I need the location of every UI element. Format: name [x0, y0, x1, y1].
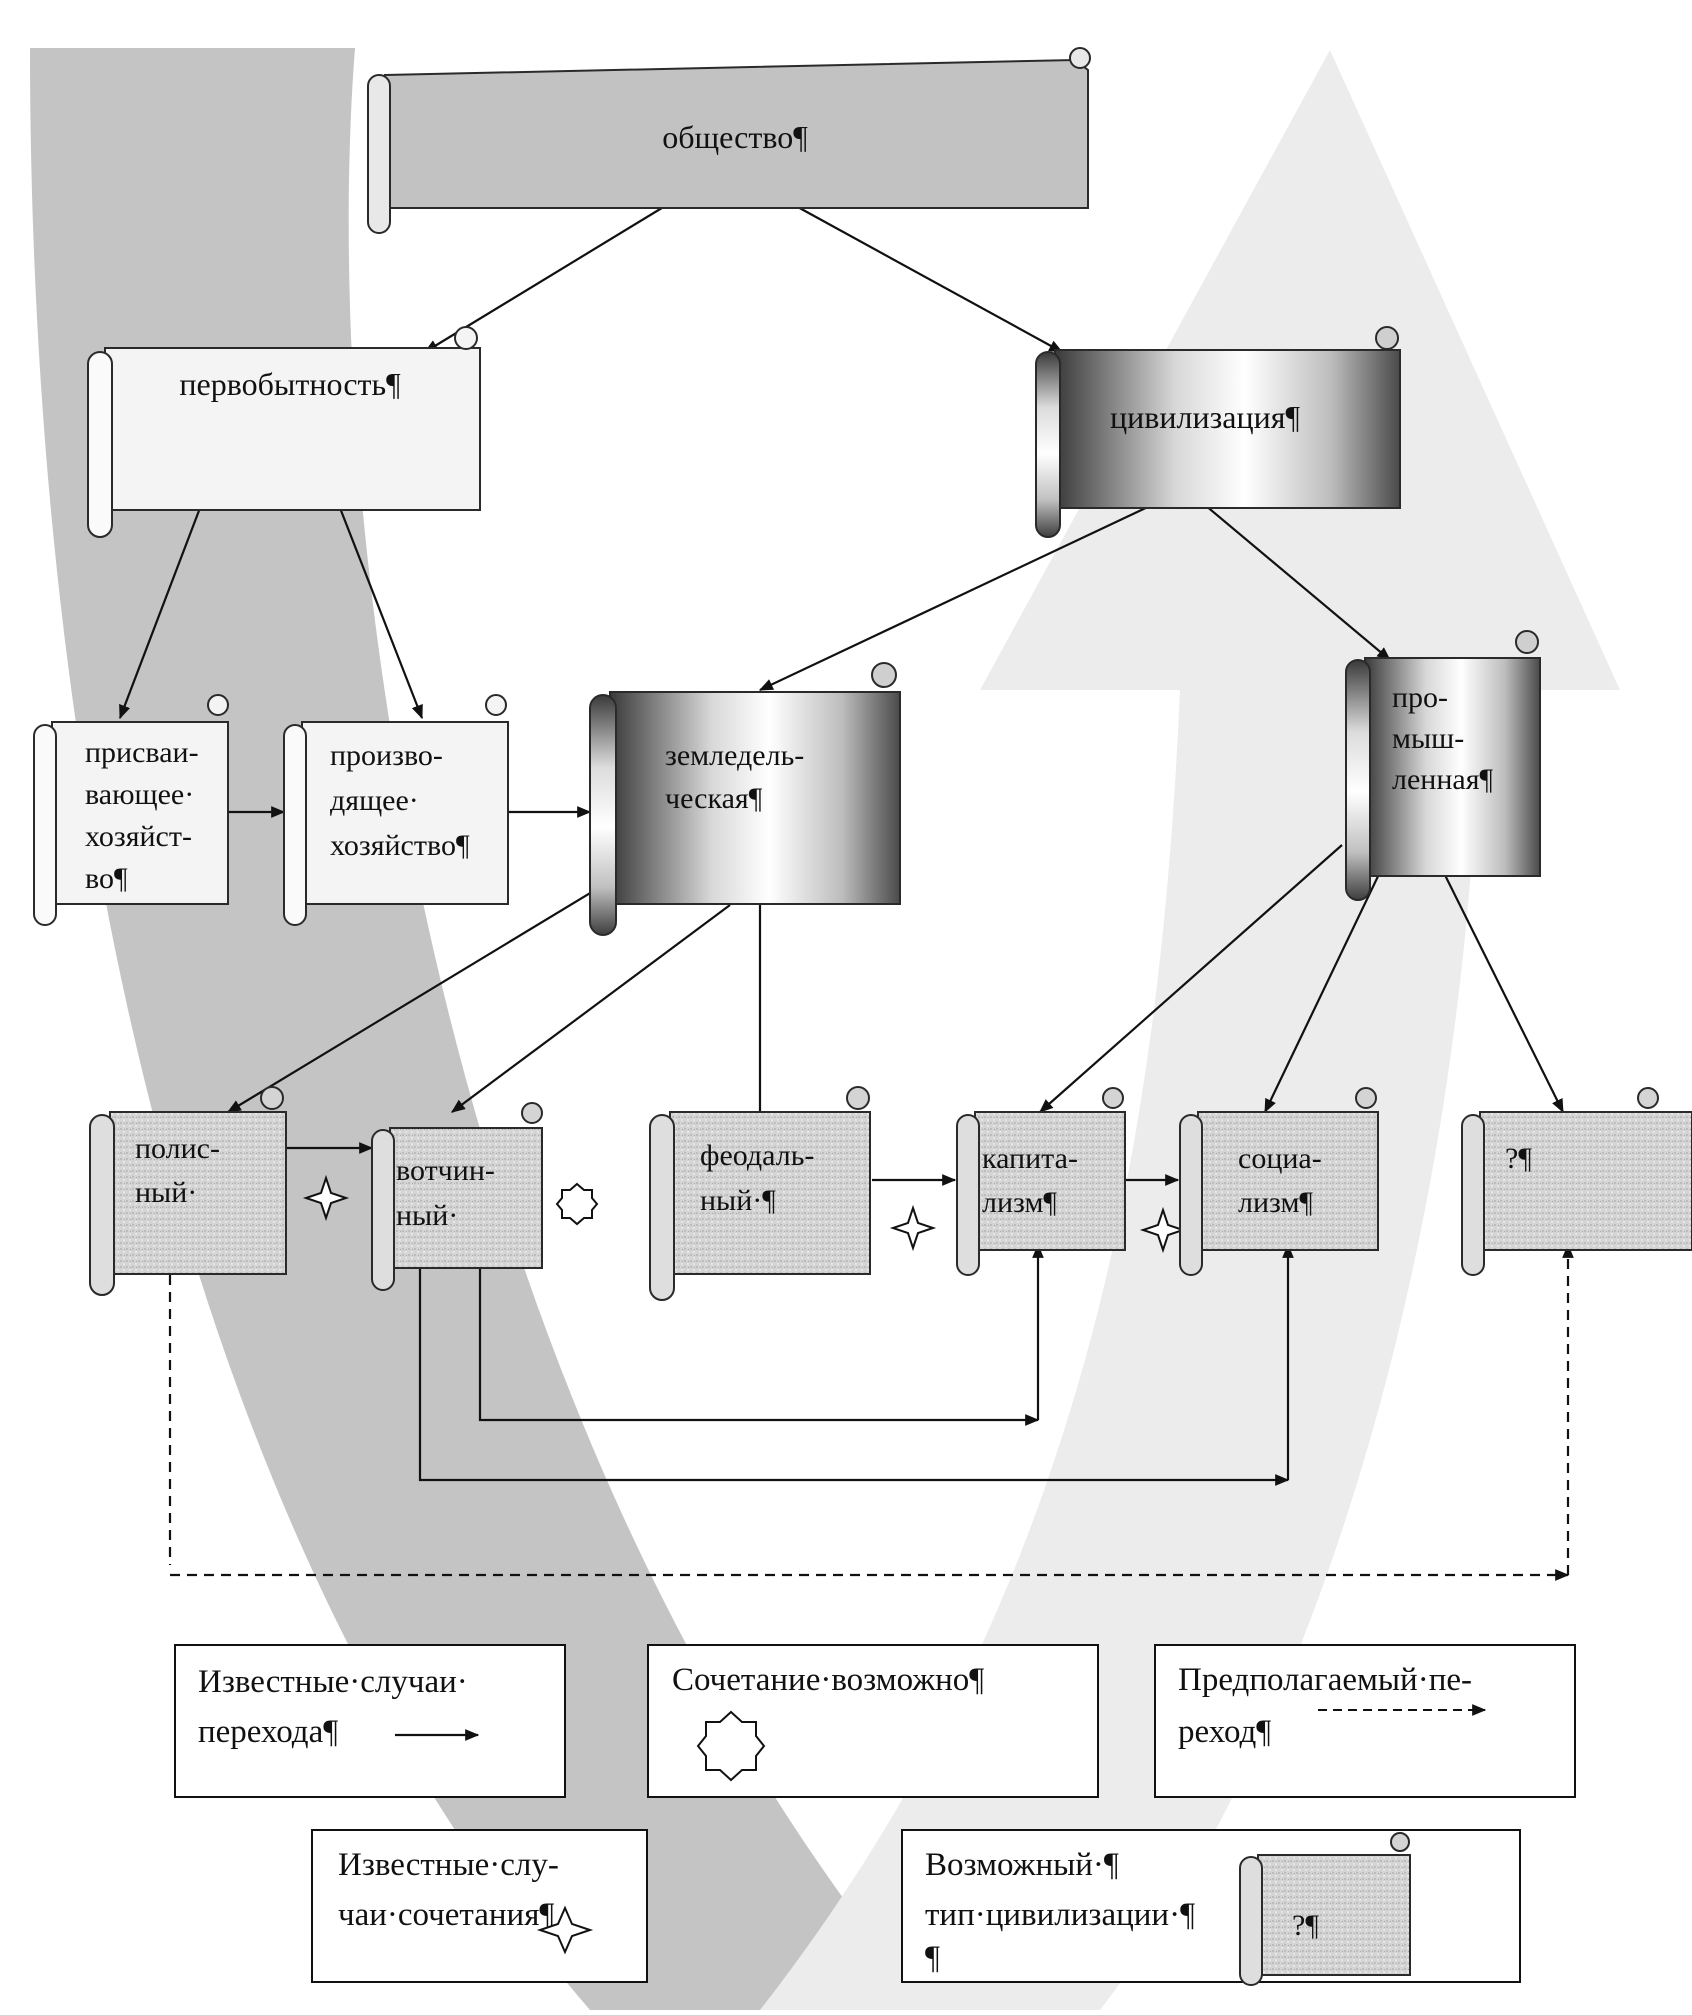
scroll-capitalism: капита- лизм¶: [956, 1087, 1126, 1276]
scroll-civilization: цивилизация¶: [1035, 326, 1401, 538]
scroll-feudal: феодаль- ный·¶: [649, 1086, 871, 1301]
background-arc: [30, 48, 930, 2010]
node-industrial-line-2: мыш-: [1392, 722, 1464, 755]
node-industrial-line-3: ленная¶: [1392, 763, 1494, 796]
scroll-producing: произво- дящее· хозяйство¶: [283, 694, 509, 926]
scroll-industrial: про- мыш- ленная¶: [1345, 630, 1541, 901]
legend-possible-type-scroll: ?¶: [1239, 1832, 1411, 1986]
rising-arrow-shape: [760, 50, 1620, 2010]
legend-combination-possible-label: Сочетание·возможно¶: [672, 1662, 984, 1698]
node-socialism-line-2: лизм¶: [1238, 1186, 1313, 1219]
known-combination-icon: [889, 1204, 937, 1252]
legend-possible-type-line-2: тип·цивилизации·¶: [925, 1897, 1195, 1933]
legend-possible-type-line-3: ¶: [925, 1940, 940, 1976]
known-combination-icon: [1139, 1206, 1187, 1254]
scroll-polis: полис- ный·: [89, 1086, 287, 1296]
node-producing-line-2: дящее·: [330, 784, 419, 817]
node-polis-line-2: ный·: [135, 1176, 197, 1209]
scroll-primitive: первобытность¶: [87, 326, 481, 538]
legend-known-combination: Известные·слу- чаи·сочетания¶: [311, 1829, 648, 1983]
node-votchina-line-2: ный·: [396, 1199, 458, 1232]
legend-possible-type-line-1: Возможный·¶: [925, 1847, 1119, 1883]
scroll-appropriating: присваи- вающее· хозяйст- во¶: [33, 694, 229, 926]
node-feudal-line-2: ный·¶: [700, 1184, 776, 1217]
node-appropriating-line-4: во¶: [85, 862, 128, 895]
node-polis-line-1: полис-: [135, 1132, 220, 1165]
node-unknown-label: ?¶: [1505, 1142, 1532, 1175]
legend-known-combination-line-2: чаи·сочетания¶: [338, 1897, 554, 1933]
node-capitalism-line-2: лизм¶: [982, 1186, 1057, 1219]
legend: Известные·случаи· перехода¶ Сочетание·во…: [174, 1644, 1576, 1986]
legend-known-combination-line-1: Известные·слу-: [338, 1847, 559, 1883]
node-socialism-line-1: социа-: [1238, 1142, 1322, 1175]
legend-possible-type: Возможный·¶ тип·цивилизации·¶ ¶ ?¶: [901, 1829, 1521, 1986]
connectors: [118, 199, 1574, 1581]
known-combination-icon: [302, 1174, 350, 1222]
node-agricultural-line-1: земледель-: [665, 739, 804, 772]
node-society-label: общество¶: [662, 119, 808, 155]
legend-known-transition: Известные·случаи· перехода¶: [174, 1644, 566, 1798]
scroll-socialism: социа- лизм¶: [1179, 1087, 1379, 1276]
node-capitalism-line-1: капита-: [982, 1142, 1078, 1175]
node-industrial-line-1: про-: [1392, 681, 1448, 714]
scroll-agricultural: земледель- ческая¶: [589, 662, 901, 936]
legend-assumed-transition: Предполагаемый·пе- реход¶: [1154, 1644, 1576, 1798]
node-producing-line-1: произво-: [330, 739, 443, 772]
node-agricultural-line-2: ческая¶: [665, 782, 763, 815]
combination-possible-icon: [555, 1182, 599, 1226]
node-appropriating-line-2: вающее·: [85, 778, 194, 811]
node-appropriating-line-3: хозяйст-: [85, 820, 192, 853]
scroll-unknown: ?¶: [1461, 1087, 1692, 1276]
combination-possible-icon: [696, 1710, 766, 1782]
node-producing-line-3: хозяйство¶: [330, 829, 470, 862]
legend-combination-possible: Сочетание·возможно¶: [647, 1644, 1099, 1798]
node-feudal-line-1: феодаль-: [700, 1139, 814, 1172]
node-civilization-label: цивилизация¶: [1110, 399, 1300, 435]
known-combination-icon: [536, 1905, 594, 1955]
scroll-society: общество¶: [367, 47, 1091, 234]
legend-assumed-transition-line-1: Предполагаемый·пе-: [1178, 1662, 1472, 1698]
node-primitive-label: первобытность¶: [179, 366, 401, 402]
legend-known-transition-line-2: перехода¶: [198, 1714, 338, 1750]
node-appropriating-line-1: присваи-: [85, 736, 199, 769]
legend-known-transition-line-1: Известные·случаи·: [198, 1664, 468, 1700]
node-votchina-line-1: вотчин-: [396, 1154, 495, 1187]
legend-possible-type-sample-label: ?¶: [1292, 1909, 1319, 1942]
scroll-votchina: вотчин- ный·: [371, 1102, 543, 1291]
legend-assumed-transition-line-2: реход¶: [1178, 1714, 1271, 1750]
